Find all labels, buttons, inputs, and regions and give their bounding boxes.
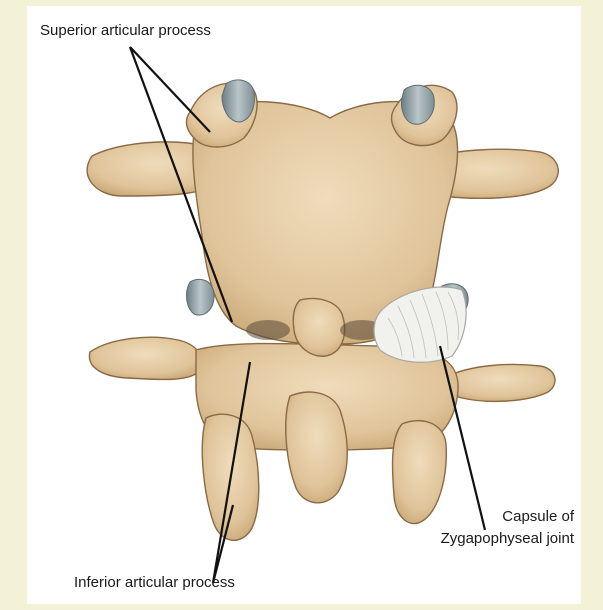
lower-spinous-process — [286, 392, 348, 503]
label-capsule-line2: Zygapophyseal joint — [412, 530, 574, 547]
left-joint-facet — [187, 279, 214, 315]
label-inferior-articular-process: Inferior articular process — [74, 574, 235, 591]
leader-superior-1 — [130, 47, 210, 132]
lower-right-transverse-process — [444, 364, 555, 401]
right-superior-facet — [402, 85, 435, 124]
label-superior-articular-process: Superior articular process — [40, 22, 211, 39]
lower-left-transverse-process — [89, 337, 201, 379]
label-capsule-line1: Capsule of — [412, 508, 574, 525]
